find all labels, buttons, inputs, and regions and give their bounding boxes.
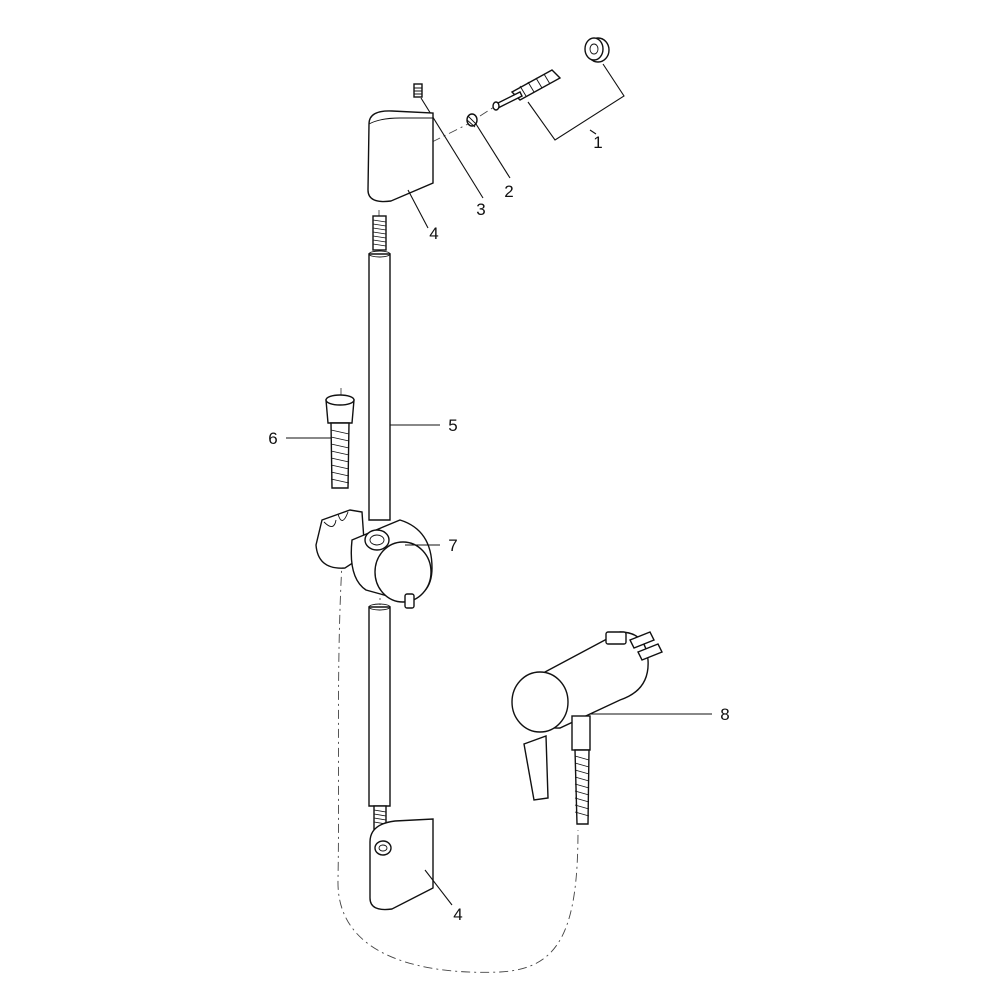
part-1-wall-anchor-set bbox=[492, 37, 625, 141]
part-4-top-bracket bbox=[367, 110, 434, 229]
part-4-bottom-bracket bbox=[369, 818, 453, 911]
callout-4-bottom: 4 bbox=[453, 905, 462, 924]
callout-5: 5 bbox=[448, 416, 457, 435]
part-8-wall-outlet bbox=[511, 631, 712, 825]
callout-1: 1 bbox=[593, 133, 602, 152]
callout-2: 2 bbox=[504, 182, 513, 201]
callout-labels: 1 2 3 4 5 6 7 8 4 bbox=[268, 133, 729, 924]
callout-6: 6 bbox=[268, 429, 277, 448]
callout-4-top: 4 bbox=[429, 224, 438, 243]
callout-3: 3 bbox=[476, 200, 485, 219]
part-5-slide-rail bbox=[368, 215, 440, 831]
part-6-hose-connector bbox=[286, 394, 355, 489]
callout-7: 7 bbox=[448, 536, 457, 555]
part-2-nut bbox=[466, 113, 511, 179]
callout-8: 8 bbox=[720, 705, 729, 724]
part-7-slider-holder bbox=[315, 509, 440, 609]
